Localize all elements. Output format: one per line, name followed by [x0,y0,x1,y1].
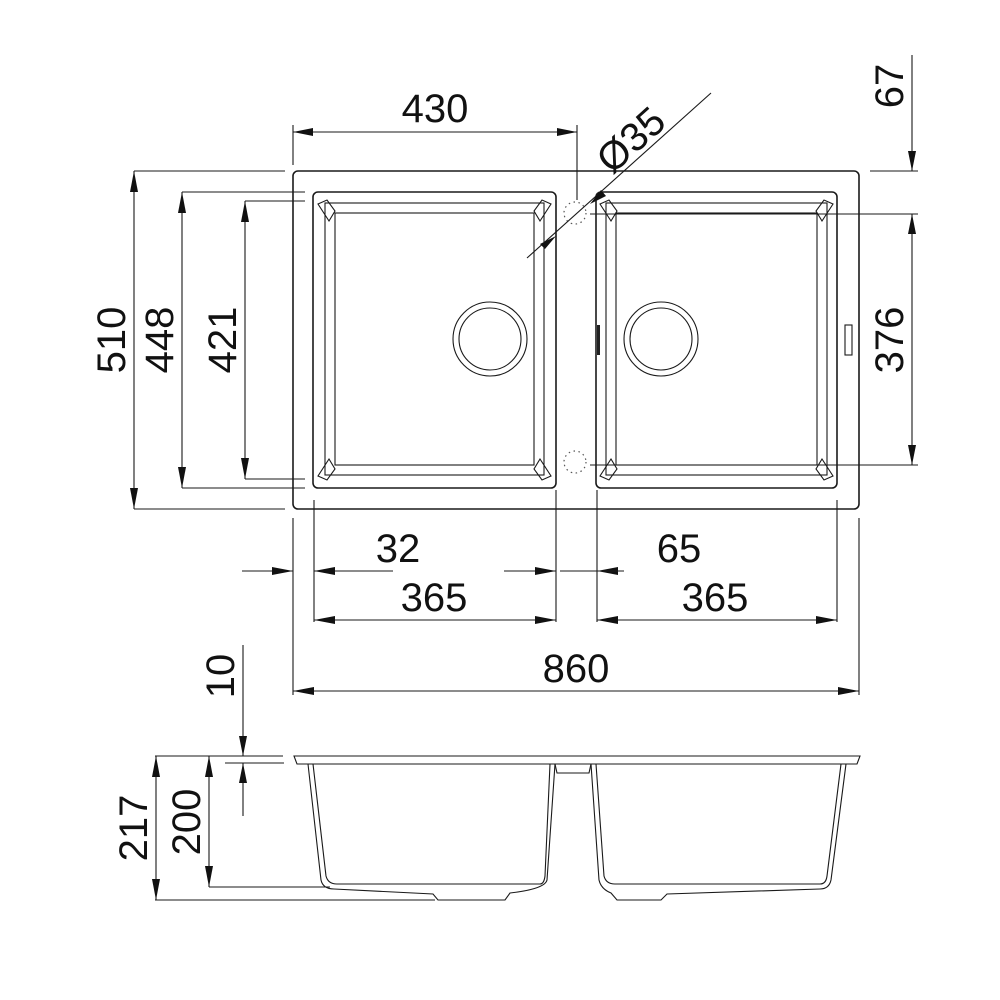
svg-text:365: 365 [401,576,468,620]
sink-outer-rim [292,170,860,510]
svg-text:421: 421 [201,307,245,374]
dimension-200: 200 [165,756,330,888]
side-profile [293,755,861,901]
top-view [292,170,860,510]
dimension-510: 510 [90,170,285,510]
dimension-376: 376 [590,213,918,466]
svg-text:376: 376 [868,307,912,374]
dimension-65: 65 [504,527,701,575]
svg-text:510: 510 [90,307,134,374]
svg-text:65: 65 [657,527,702,571]
dimension-365-right: 365 [597,576,837,624]
dimension-217: 217 [112,755,435,901]
tap-hole-bottom-icon [563,450,587,474]
overflow-slot-icon [597,325,600,355]
extension-lines-bottom [292,490,860,695]
dimension-tap-hole-diameter: Ø35 [526,92,712,259]
svg-text:448: 448 [138,307,182,374]
right-drain-icon [623,301,699,377]
right-bowl [595,191,853,489]
left-bowl [312,191,557,489]
svg-text:365: 365 [682,576,749,620]
svg-text:Ø35: Ø35 [588,99,674,182]
dimension-32: 32 [242,527,420,575]
dimension-421: 421 [201,200,305,480]
side-slot-icon [844,324,853,356]
svg-text:32: 32 [376,527,421,571]
svg-text:200: 200 [165,789,209,856]
svg-text:430: 430 [402,87,469,131]
svg-text:67: 67 [868,64,912,109]
dimension-430: 430 [292,87,578,200]
dimension-365-left: 365 [314,576,556,624]
dimension-67: 67 [868,55,918,172]
svg-text:217: 217 [112,795,156,862]
tap-hole-top-icon [563,201,587,225]
left-drain-icon [452,301,528,377]
svg-text:10: 10 [199,654,243,699]
svg-text:860: 860 [543,647,610,691]
dimension-448: 448 [138,191,305,489]
dimension-10: 10 [199,645,284,816]
dimension-860: 860 [293,647,859,695]
